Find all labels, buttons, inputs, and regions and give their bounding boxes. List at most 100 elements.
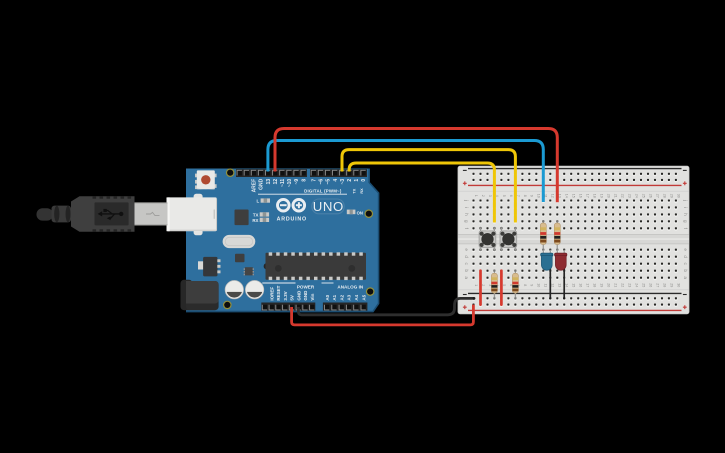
svg-text:4: 4 — [333, 179, 339, 182]
svg-text:IOREF: IOREF — [269, 287, 274, 301]
svg-text:A0: A0 — [325, 294, 330, 300]
svg-text:24: 24 — [634, 283, 638, 287]
svg-text:3: 3 — [488, 195, 492, 197]
svg-text:c: c — [683, 263, 688, 266]
svg-text:16: 16 — [579, 194, 583, 198]
svg-text:h: h — [464, 213, 469, 216]
svg-text:6: 6 — [509, 195, 513, 197]
svg-text:30: 30 — [676, 194, 680, 198]
svg-text:12: 12 — [551, 194, 555, 198]
svg-text:20: 20 — [607, 194, 611, 198]
svg-text:21: 21 — [614, 194, 618, 198]
svg-text:19: 19 — [600, 283, 604, 287]
svg-text:29: 29 — [669, 194, 673, 198]
svg-text:j: j — [683, 199, 688, 201]
svg-text:g: g — [683, 220, 688, 223]
svg-text:15: 15 — [572, 194, 576, 198]
svg-text:L: L — [257, 199, 260, 204]
svg-text:c: c — [464, 263, 469, 266]
svg-text:15: 15 — [572, 283, 576, 287]
svg-text:1: 1 — [474, 195, 478, 197]
svg-text:2: 2 — [481, 284, 485, 286]
svg-text:17: 17 — [586, 283, 590, 287]
svg-text:30: 30 — [676, 283, 680, 287]
svg-text:24: 24 — [634, 194, 638, 198]
svg-text:RX: RX — [360, 188, 364, 194]
svg-text:~3: ~3 — [340, 179, 346, 185]
svg-text:19: 19 — [600, 194, 604, 198]
svg-text:18: 18 — [593, 194, 597, 198]
svg-text:A3: A3 — [347, 294, 352, 300]
svg-text:8: 8 — [523, 195, 527, 197]
svg-text:2: 2 — [347, 179, 353, 182]
svg-text:e: e — [464, 248, 469, 251]
svg-text:f: f — [464, 228, 469, 230]
svg-text:j: j — [464, 199, 469, 201]
svg-text:d: d — [464, 255, 469, 258]
svg-text:~6: ~6 — [319, 179, 325, 185]
svg-text:b: b — [683, 269, 688, 272]
svg-text:g: g — [464, 220, 469, 223]
svg-text:25: 25 — [641, 194, 645, 198]
svg-text:1: 1 — [474, 284, 478, 286]
svg-text:a: a — [683, 276, 688, 279]
svg-text:11: 11 — [544, 283, 548, 287]
svg-text:22: 22 — [621, 283, 625, 287]
svg-text:POWER: POWER — [297, 284, 315, 289]
svg-text:9: 9 — [530, 195, 534, 197]
svg-text:4: 4 — [495, 195, 499, 197]
svg-text:13: 13 — [558, 283, 562, 287]
svg-text:13: 13 — [266, 179, 272, 185]
svg-text:~9: ~9 — [294, 179, 300, 185]
svg-text:10: 10 — [537, 283, 541, 287]
svg-text:0: 0 — [361, 179, 367, 182]
svg-text:~11: ~11 — [280, 179, 286, 187]
svg-text:5V: 5V — [290, 295, 295, 301]
svg-text:A1: A1 — [332, 294, 337, 300]
svg-text:3.3V: 3.3V — [283, 291, 288, 300]
svg-text:GND: GND — [259, 178, 265, 190]
svg-text:10: 10 — [537, 194, 541, 198]
svg-text:RESET: RESET — [276, 285, 281, 300]
svg-text:GND: GND — [303, 290, 308, 301]
svg-text:23: 23 — [628, 194, 632, 198]
svg-text:ARDUINO: ARDUINO — [277, 217, 307, 223]
svg-text:~5: ~5 — [326, 179, 332, 185]
svg-text:2: 2 — [481, 195, 485, 197]
svg-text:27: 27 — [655, 194, 659, 198]
svg-text:16: 16 — [579, 283, 583, 287]
svg-text:Vin: Vin — [310, 293, 315, 300]
svg-text:e: e — [683, 248, 688, 251]
svg-text:8: 8 — [301, 179, 307, 182]
svg-text:RX: RX — [252, 218, 258, 223]
svg-text:20: 20 — [607, 283, 611, 287]
svg-text:DIGITAL (PWM~): DIGITAL (PWM~) — [304, 189, 342, 194]
svg-text:9: 9 — [530, 284, 534, 286]
svg-text:13: 13 — [558, 194, 562, 198]
svg-text:11: 11 — [544, 194, 548, 198]
svg-text:a: a — [464, 276, 469, 279]
svg-text:ANALOG IN: ANALOG IN — [337, 284, 363, 289]
svg-text:29: 29 — [669, 283, 673, 287]
svg-text:7: 7 — [516, 195, 520, 197]
svg-text:7: 7 — [312, 179, 318, 182]
svg-text:AREF: AREF — [252, 179, 258, 193]
svg-text:14: 14 — [565, 194, 569, 198]
svg-text:~10: ~10 — [287, 179, 293, 188]
svg-text:A5: A5 — [361, 294, 366, 300]
svg-text:12: 12 — [273, 179, 279, 185]
svg-text:b: b — [464, 269, 469, 272]
svg-text:26: 26 — [648, 194, 652, 198]
svg-text:GND: GND — [296, 290, 301, 301]
svg-text:12: 12 — [551, 283, 555, 287]
svg-text:ON: ON — [357, 211, 363, 216]
svg-text:22: 22 — [621, 194, 625, 198]
svg-text:27: 27 — [655, 283, 659, 287]
svg-text:14: 14 — [565, 283, 569, 287]
svg-text:d: d — [683, 255, 688, 258]
svg-text:18: 18 — [593, 283, 597, 287]
svg-text:TX: TX — [353, 188, 357, 193]
svg-text:A4: A4 — [354, 294, 359, 300]
svg-text:8: 8 — [523, 284, 527, 286]
svg-text:26: 26 — [648, 283, 652, 287]
